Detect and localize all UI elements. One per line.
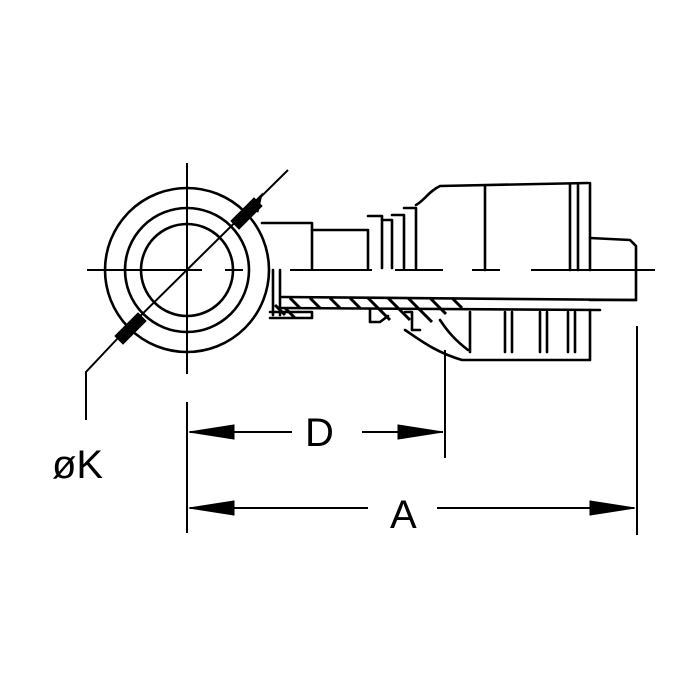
extension-lines [186, 326, 638, 535]
dimension-a-label: A [390, 493, 417, 537]
diameter-k-label: øK [52, 443, 103, 487]
dimension-d: D [188, 411, 444, 455]
diameter-k-dimension [85, 169, 289, 420]
dimension-d-label: D [305, 411, 334, 455]
section-hatching [268, 268, 464, 332]
fitting-body [260, 181, 638, 312]
ferrule [403, 308, 592, 362]
dimension-a: A [188, 493, 636, 537]
